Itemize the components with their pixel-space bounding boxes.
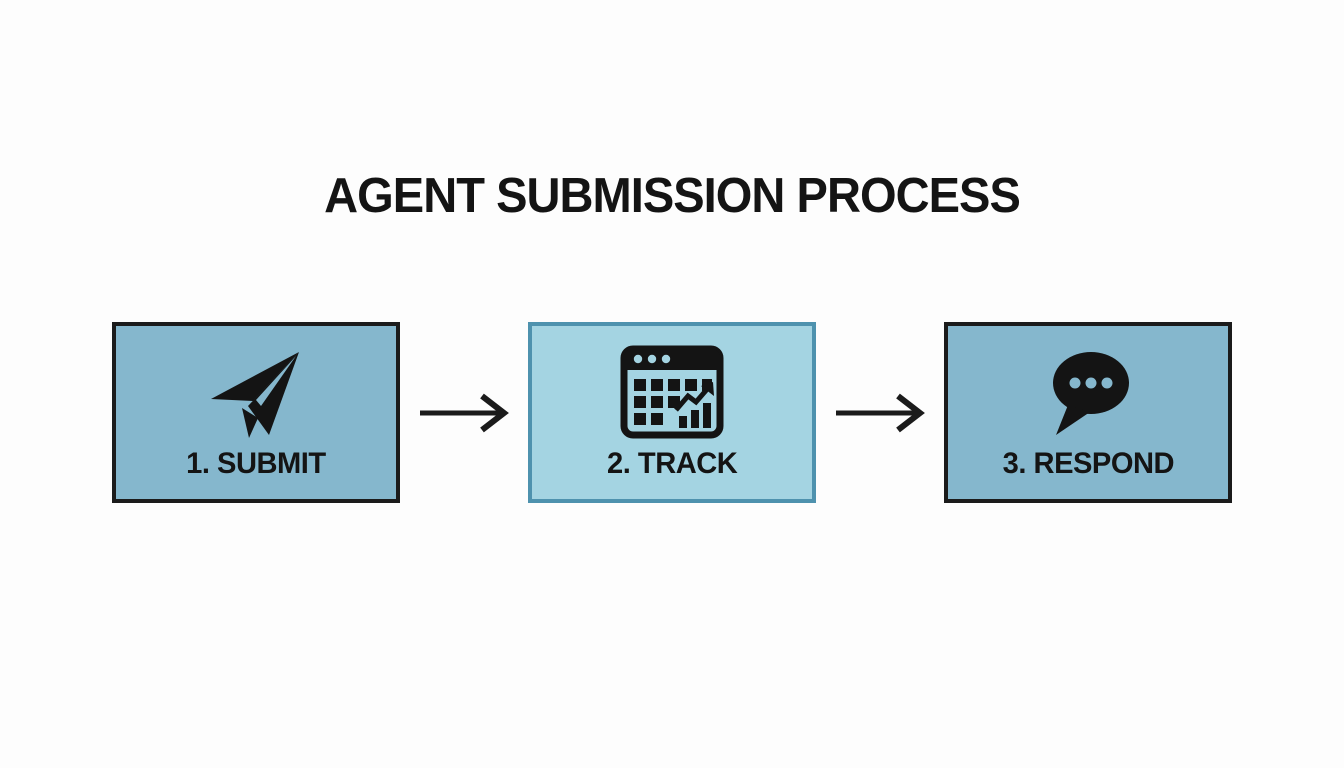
step-label-respond: 3. RESPOND	[1002, 447, 1174, 480]
speech-bubble-icon	[1038, 326, 1138, 447]
step-box-submit: 1. SUBMIT	[112, 322, 400, 503]
arrow-right-icon	[816, 322, 944, 503]
step-box-respond: 3. RESPOND	[944, 322, 1232, 503]
step-label-track: 2. TRACK	[606, 447, 738, 480]
page-title: AGENT SUBMISSION PROCESS	[324, 169, 1021, 223]
arrow-right-icon	[400, 322, 528, 503]
tracking-dashboard-icon	[617, 326, 727, 447]
step-label-submit: 1. SUBMIT	[186, 447, 326, 480]
step-box-track: 2. TRACK	[528, 322, 816, 503]
process-flow: 1. SUBMIT	[0, 322, 1344, 503]
paper-plane-icon	[206, 326, 306, 447]
